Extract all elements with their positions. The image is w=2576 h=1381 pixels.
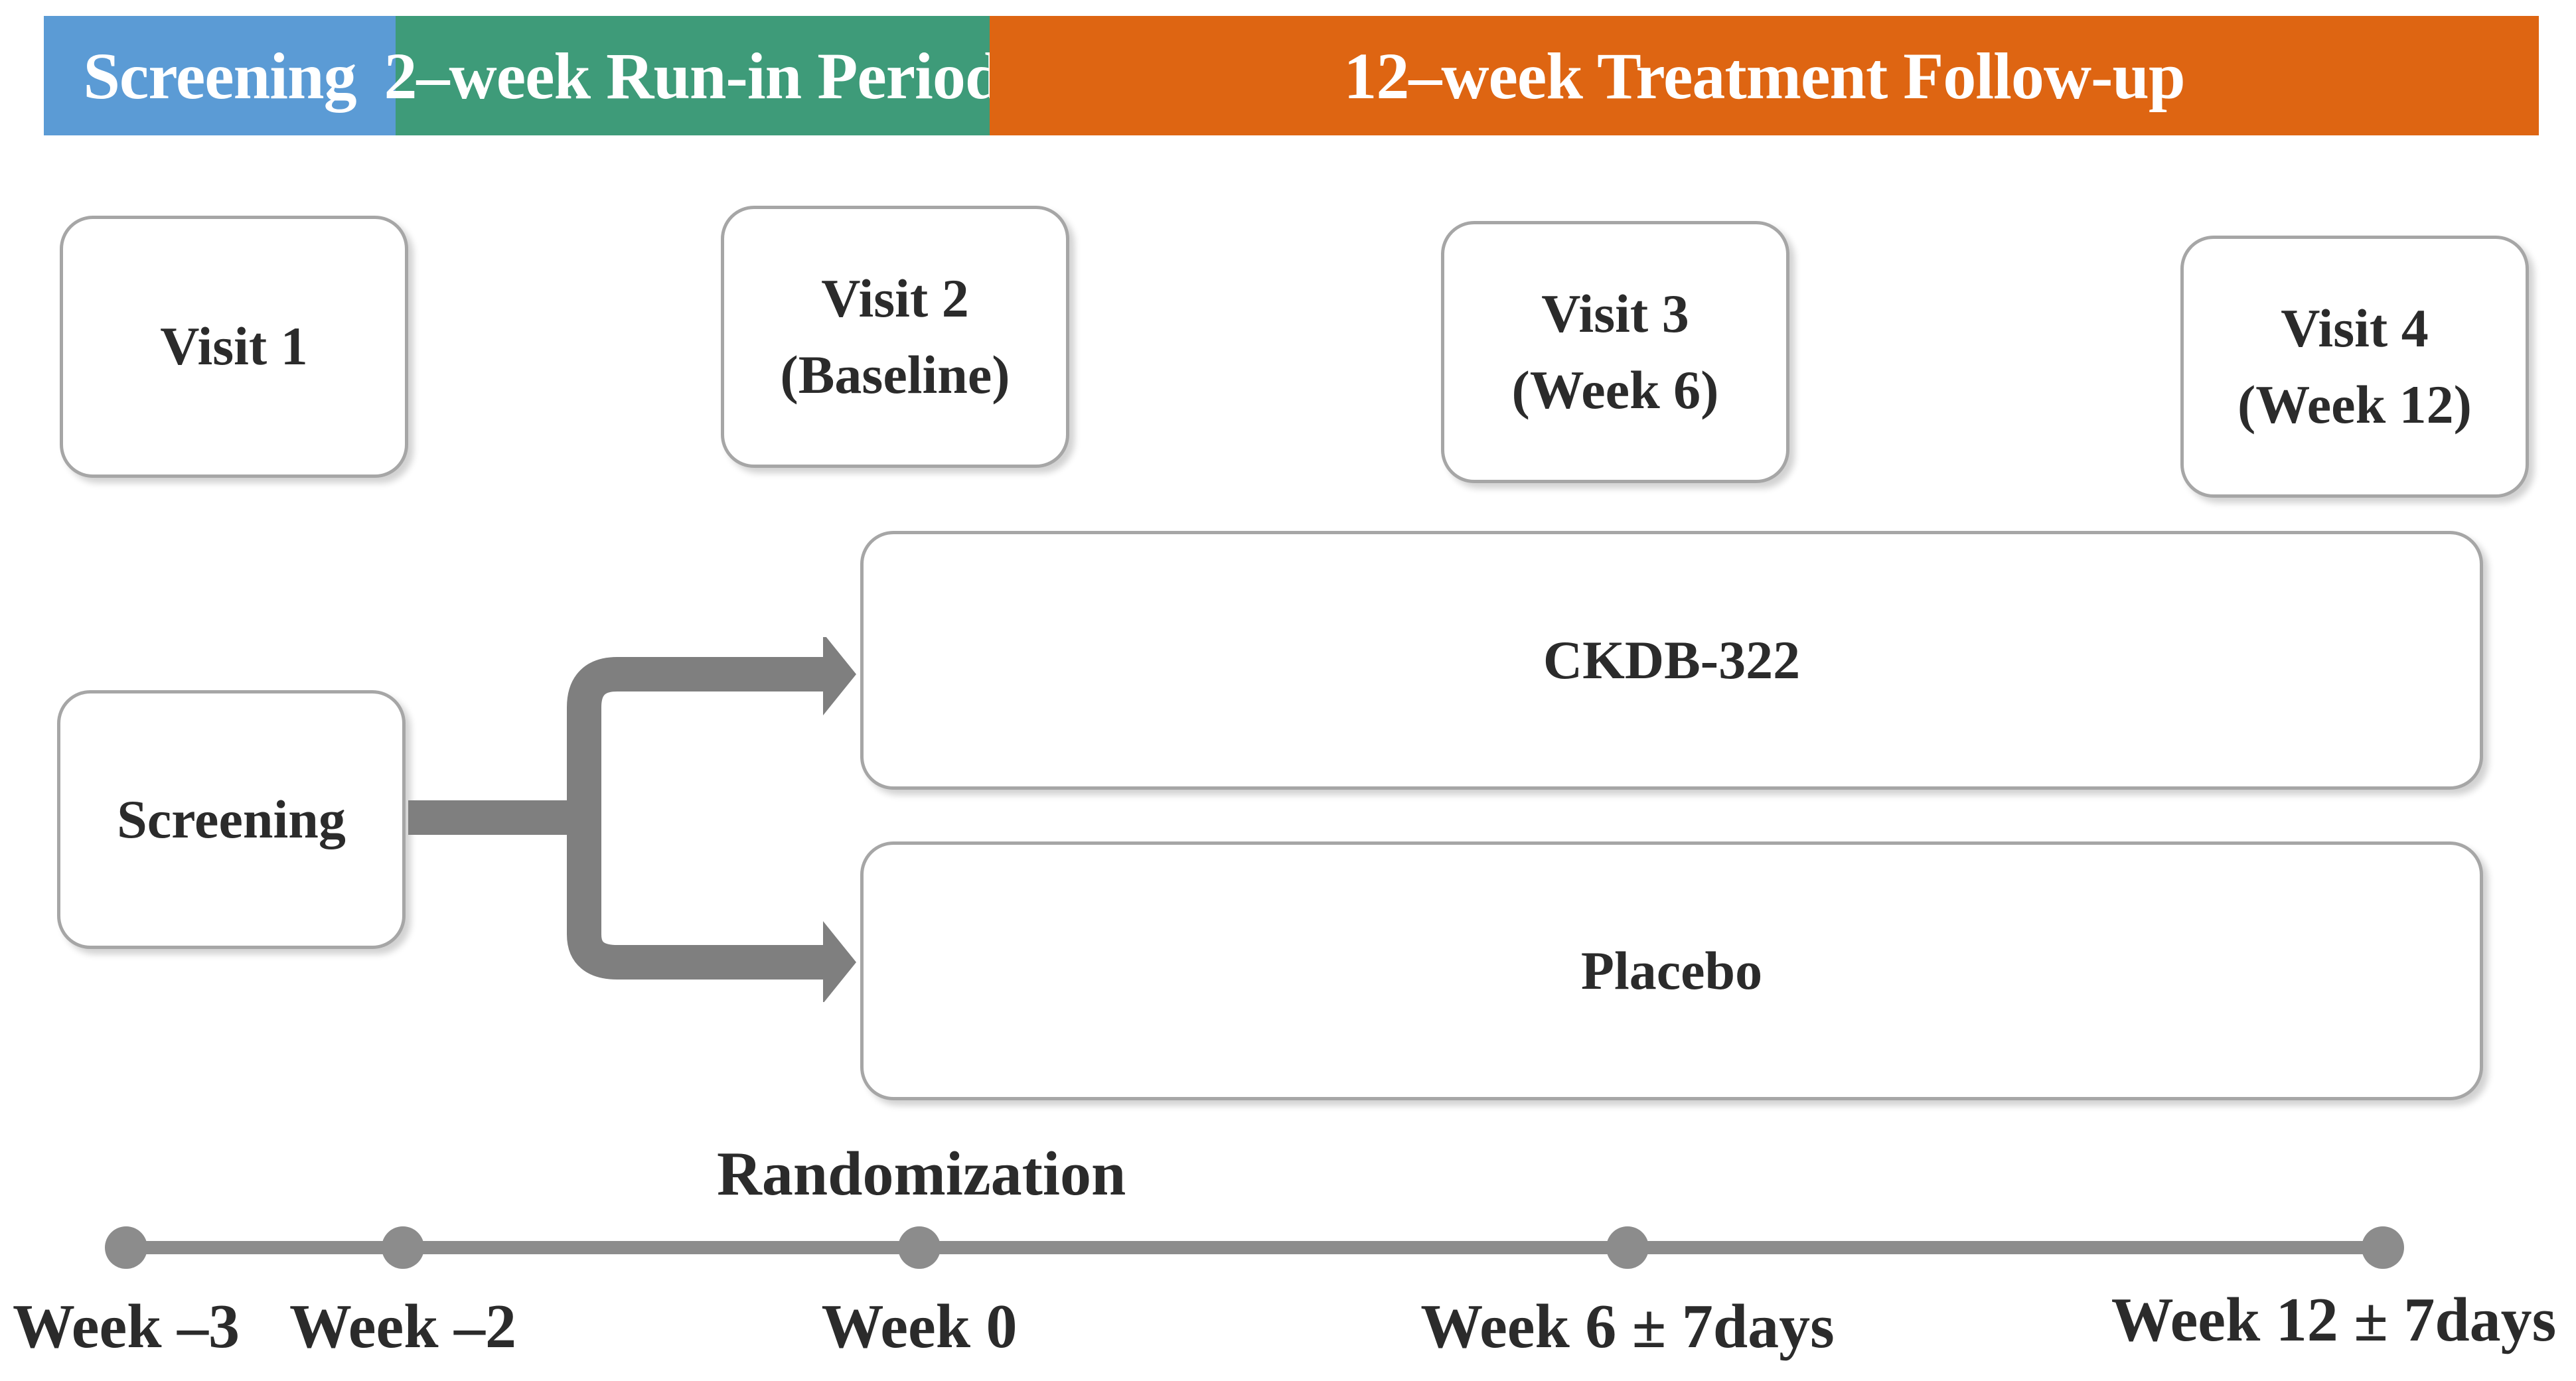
visit-3-title: Visit 3 (1541, 283, 1689, 344)
timeline-label-week-minus-2: Week –2 (289, 1292, 517, 1361)
visit-3-subtitle: (Week 6) (1511, 359, 1719, 420)
visit-2-title: Visit 2 (821, 267, 969, 328)
phase-screening-label: Screening (83, 38, 356, 113)
phase-runin-label: 2–week Run-in Period (384, 38, 1002, 113)
phase-treatment: 12–week Treatment Follow-up (990, 16, 2539, 135)
timeline-label-week-6: Week 6 ± 7days (1420, 1292, 1835, 1361)
phase-treatment-label: 12–week Treatment Follow-up (1343, 38, 2185, 113)
timeline-point-week-6 (1606, 1226, 1649, 1269)
timeline-point-week-0 (898, 1226, 941, 1269)
visit-2-box: Visit 2 (Baseline) (721, 206, 1069, 468)
visit-3-box: Visit 3 (Week 6) (1441, 221, 1789, 483)
visit-1-title: Visit 1 (160, 316, 308, 377)
screening-box-label: Screening (117, 788, 346, 849)
arrowhead-placebo-icon (823, 921, 856, 1002)
arm-drug-label: CKDB-322 (1543, 629, 1801, 690)
phase-screening: Screening (44, 16, 396, 135)
visit-4-box: Visit 4 (Week 12) (2180, 236, 2529, 498)
timeline-label-week-0: Week 0 (821, 1292, 1018, 1361)
timeline-label-week-12: Week 12 ± 7days (2111, 1285, 2557, 1354)
arm-placebo-label: Placebo (1580, 940, 1763, 1001)
visit-1-box: Visit 1 (60, 216, 408, 478)
screening-box: Screening (57, 690, 406, 949)
phase-runin: 2–week Run-in Period (384, 16, 1002, 135)
randomization-label: Randomization (717, 1139, 1126, 1208)
timeline-point-week-12 (2362, 1226, 2404, 1269)
branch-stem (408, 657, 836, 980)
visit-4-subtitle: (Week 12) (2237, 374, 2472, 435)
timeline-label-week-minus-3: Week –3 (12, 1292, 240, 1361)
arm-drug-box: CKDB-322 (860, 531, 2483, 790)
timeline-point-week-minus-3 (105, 1226, 147, 1269)
timeline (105, 1226, 2404, 1269)
arrowhead-drug-icon (823, 637, 856, 715)
randomization-branch-arrow (408, 637, 856, 1002)
arm-placebo-box: Placebo (860, 841, 2483, 1100)
visit-4-title: Visit 4 (2281, 297, 2429, 358)
visit-2-subtitle: (Baseline) (780, 344, 1010, 405)
timeline-point-week-minus-2 (382, 1226, 424, 1269)
